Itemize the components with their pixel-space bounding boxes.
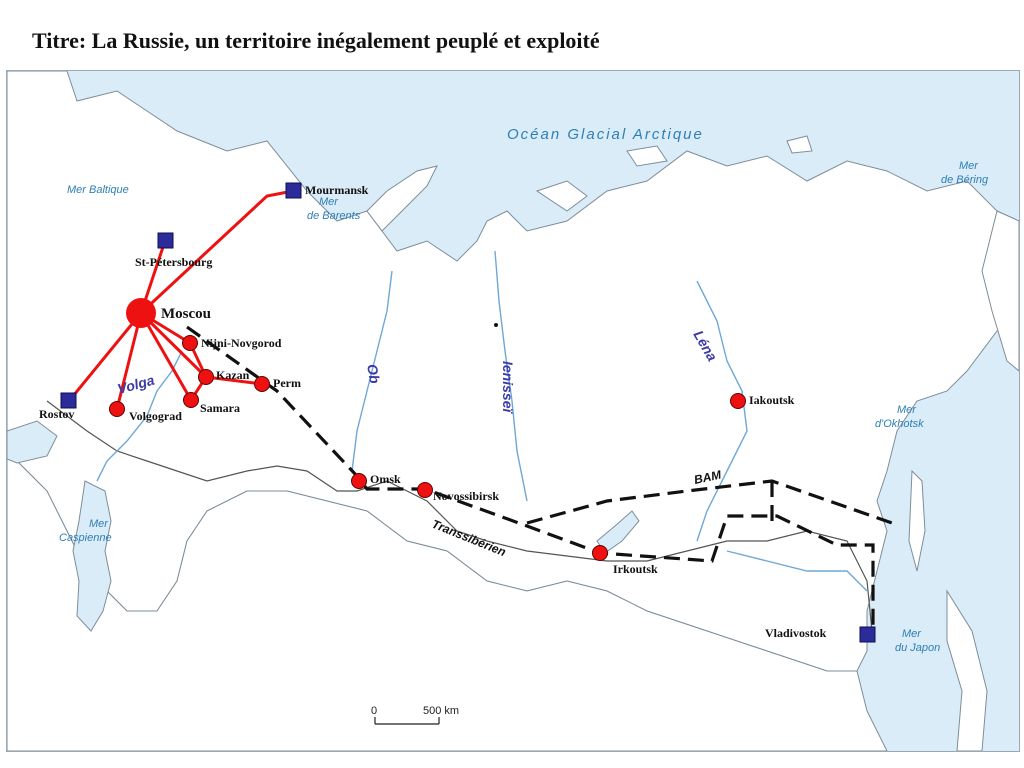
port-markers: [60, 182, 876, 643]
rostov-label: Rostov: [39, 407, 74, 421]
perm-label: Perm: [273, 376, 301, 390]
irkoutsk-label: Irkoutsk: [613, 562, 658, 576]
link-moscou-volgograd: [115, 312, 143, 410]
link-kazan-perm: [205, 375, 263, 386]
ob-label: Ob: [364, 363, 383, 385]
ob-river: [351, 270, 393, 472]
bering-sea-label-1: Mer: [959, 160, 979, 172]
barents-sea-label-2: de Barents: [307, 210, 361, 222]
arctic-ocean-label: Océan Glacial Arctique: [507, 126, 704, 143]
caspian-sea: [72, 480, 112, 632]
okhotsk-sea-label-2: d'Okhotsk: [875, 418, 924, 430]
baltic-sea-label: Mer Baltique: [67, 184, 129, 196]
sakhalin: [908, 469, 926, 572]
moscou-label: Moscou: [161, 306, 211, 322]
link-moscou-mourmansk: [139, 189, 294, 315]
map-canvas: Océan Glacial Arctique Mer Baltique Mer …: [7, 71, 1019, 751]
amur-river: [726, 550, 868, 592]
ienissei-label: Ienisseï: [500, 361, 516, 414]
japan: [946, 589, 988, 751]
rivers: [96, 250, 868, 592]
black-sea: [7, 420, 58, 464]
novaya-zemlya: [366, 165, 438, 232]
nijni-label: Nijni-Novgorod: [201, 336, 282, 350]
samara-label: Samara: [200, 401, 240, 415]
bam-line: [526, 479, 893, 525]
city-markers: [109, 298, 746, 561]
city-dot-omsk: [351, 473, 367, 489]
city-dot-iakoutsk: [730, 393, 746, 409]
novossibirsk-label: Novossibirsk: [433, 489, 499, 503]
ienissei-river: [494, 250, 528, 502]
bering-sea-label-2: de Béring: [941, 174, 989, 186]
okhotsk-sea-label-1: Mer: [897, 404, 917, 416]
japan-sea-label-1: Mer: [902, 628, 922, 640]
caspian-sea-label-2: Caspienne: [59, 532, 112, 544]
japan-sea-label-2: du Japon: [895, 642, 940, 654]
arctic-islands: [535, 135, 813, 212]
scale-zero-label: 0: [371, 705, 377, 717]
vladivostok-label: Vladivostok: [765, 626, 827, 640]
city-dot-nijni: [182, 335, 198, 351]
volga-river: [96, 350, 183, 482]
iakoutsk-label: Iakoutsk: [749, 393, 795, 407]
city-dot-samara: [183, 392, 199, 408]
barents-sea-label-1: Mer: [319, 196, 339, 208]
lena-river: [696, 280, 748, 542]
port-square-stpetersbourg: [157, 232, 174, 249]
city-dot-volgograd: [109, 401, 125, 417]
city-dot-perm: [254, 376, 270, 392]
scale-distance-label: 500 km: [423, 705, 459, 717]
port-square-vladivostok: [859, 626, 876, 643]
city-dot-irkoutsk: [592, 545, 608, 561]
port-square-rostov: [60, 392, 77, 409]
city-dot-small: [494, 323, 498, 327]
link-moscou-samara: [139, 312, 193, 401]
omsk-label: Omsk: [370, 472, 401, 486]
city-dot-novossibirsk: [417, 482, 433, 498]
caspian-sea-label-1: Mer: [89, 518, 109, 530]
map-title: Titre: La Russie, un territoire inégalem…: [32, 28, 600, 53]
bam-label: BAM: [693, 467, 724, 487]
link-moscou-kazan: [139, 311, 208, 379]
russia-border: [46, 400, 873, 632]
kazan-label: Kazan: [216, 368, 250, 382]
mourmansk-label: Mourmansk: [305, 183, 369, 197]
city-dot-moscou: [126, 298, 156, 328]
city-dot-kazan: [198, 369, 214, 385]
link-moscou-rostov: [67, 312, 143, 402]
scale-bar: 0 500 km: [371, 705, 459, 725]
kamchatka: [981, 210, 1019, 372]
stpetersbourg-label: St-Pétersbourg: [135, 255, 212, 269]
russia-map: Océan Glacial Arctique Mer Baltique Mer …: [6, 70, 1020, 752]
port-square-mourmansk: [285, 182, 302, 199]
volgograd-label: Volgograd: [129, 409, 182, 423]
